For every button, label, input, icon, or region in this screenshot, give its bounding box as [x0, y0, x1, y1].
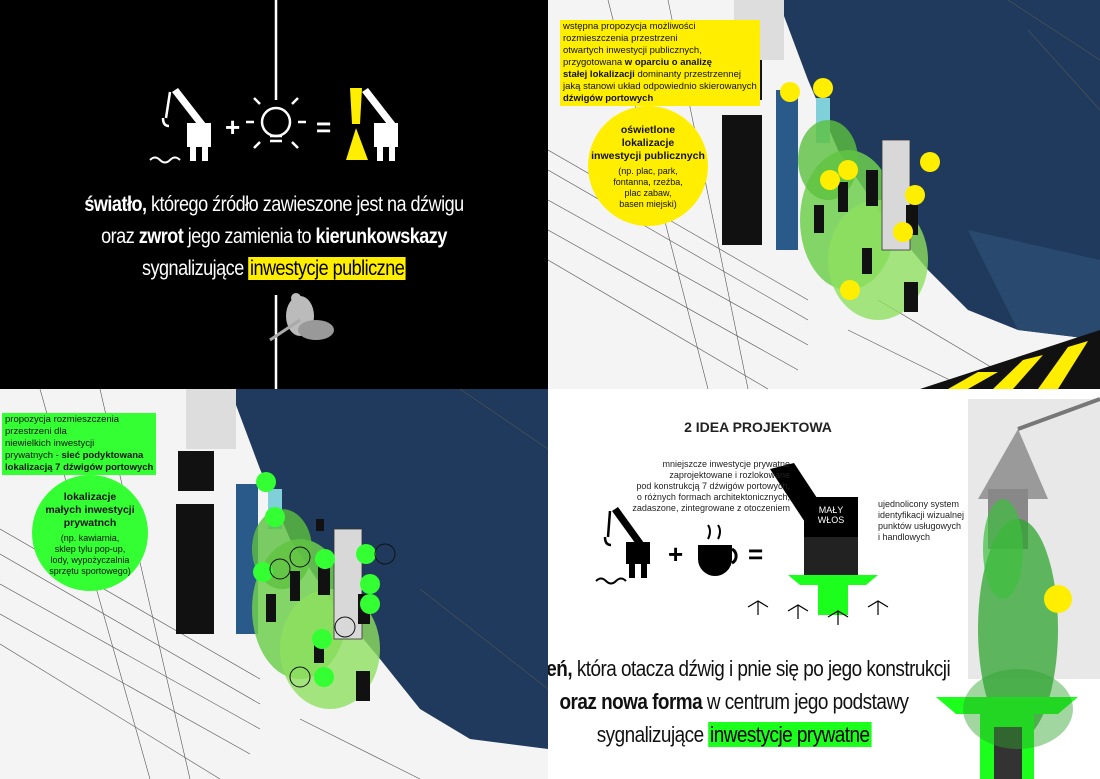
equals-sign: = — [316, 112, 332, 142]
caption-line-3: sygnalizujące inwestycje prywatne — [596, 722, 872, 747]
concept-icons — [149, 0, 398, 389]
public-locations-circle: oświetlone lokalizacje inwestycji public… — [588, 106, 708, 226]
equals-sign: = — [748, 539, 764, 569]
caption-line-2: oraz zwrot jego zamienia to kierunkowska… — [101, 225, 447, 248]
concept-green-graphics — [595, 397, 1100, 779]
crane-icon — [149, 88, 211, 164]
dancer-figure — [269, 293, 334, 342]
lightbulb-icon — [246, 0, 306, 149]
plus-sign: + — [668, 539, 684, 569]
site-map — [548, 0, 1100, 389]
kiosk-crane-icon — [770, 463, 878, 615]
panel-private-map: propozycja rozmieszczenia przestrzeni dl… — [0, 389, 548, 779]
cafe-tables — [747, 600, 889, 625]
hazard-stripes — [920, 330, 1100, 389]
caption-line-3: sygnalizujące inwestycje publiczne — [142, 257, 406, 280]
private-note: propozycja rozmieszczenia przestrzeni dl… — [2, 413, 157, 475]
coffee-cup-icon — [698, 524, 738, 576]
caption-line-2: oraz nowa forma w centrum jego podstawy — [559, 689, 909, 714]
public-note: wstępna propozycja możliwości rozmieszcz… — [560, 20, 760, 106]
identity-system-description: ujednolicony system identyfikacji wizual… — [878, 499, 965, 542]
lit-crane-icon — [346, 88, 398, 161]
plus-sign: + — [225, 112, 241, 142]
panel-concept-green: 2 IDEA PROJEKTOWA mniejszcze inwestycje … — [548, 389, 1100, 779]
panel-public-map: wstępna propozycja możliwości rozmieszcz… — [548, 0, 1100, 389]
panel-concept-light: + = światło, którego źródło zawieszone j… — [0, 0, 548, 389]
caption-line-1: zieleń, która otacza dźwig i pnie się po… — [548, 656, 951, 681]
idea-heading: 2 IDEA PROJEKTOWA — [684, 419, 832, 435]
caption-line-1: światło, którego źródło zawieszone jest … — [84, 193, 464, 216]
private-locations-circle: lokalizacje małych inwestycji prywatnch … — [32, 475, 148, 591]
private-investment-description: mniejszcze inwestycje prywatne zaprojekt… — [632, 459, 790, 513]
crane-icon — [595, 507, 650, 585]
logo-maly-wlos: MAŁY WŁOS — [817, 505, 845, 525]
site-map-private — [0, 389, 548, 779]
